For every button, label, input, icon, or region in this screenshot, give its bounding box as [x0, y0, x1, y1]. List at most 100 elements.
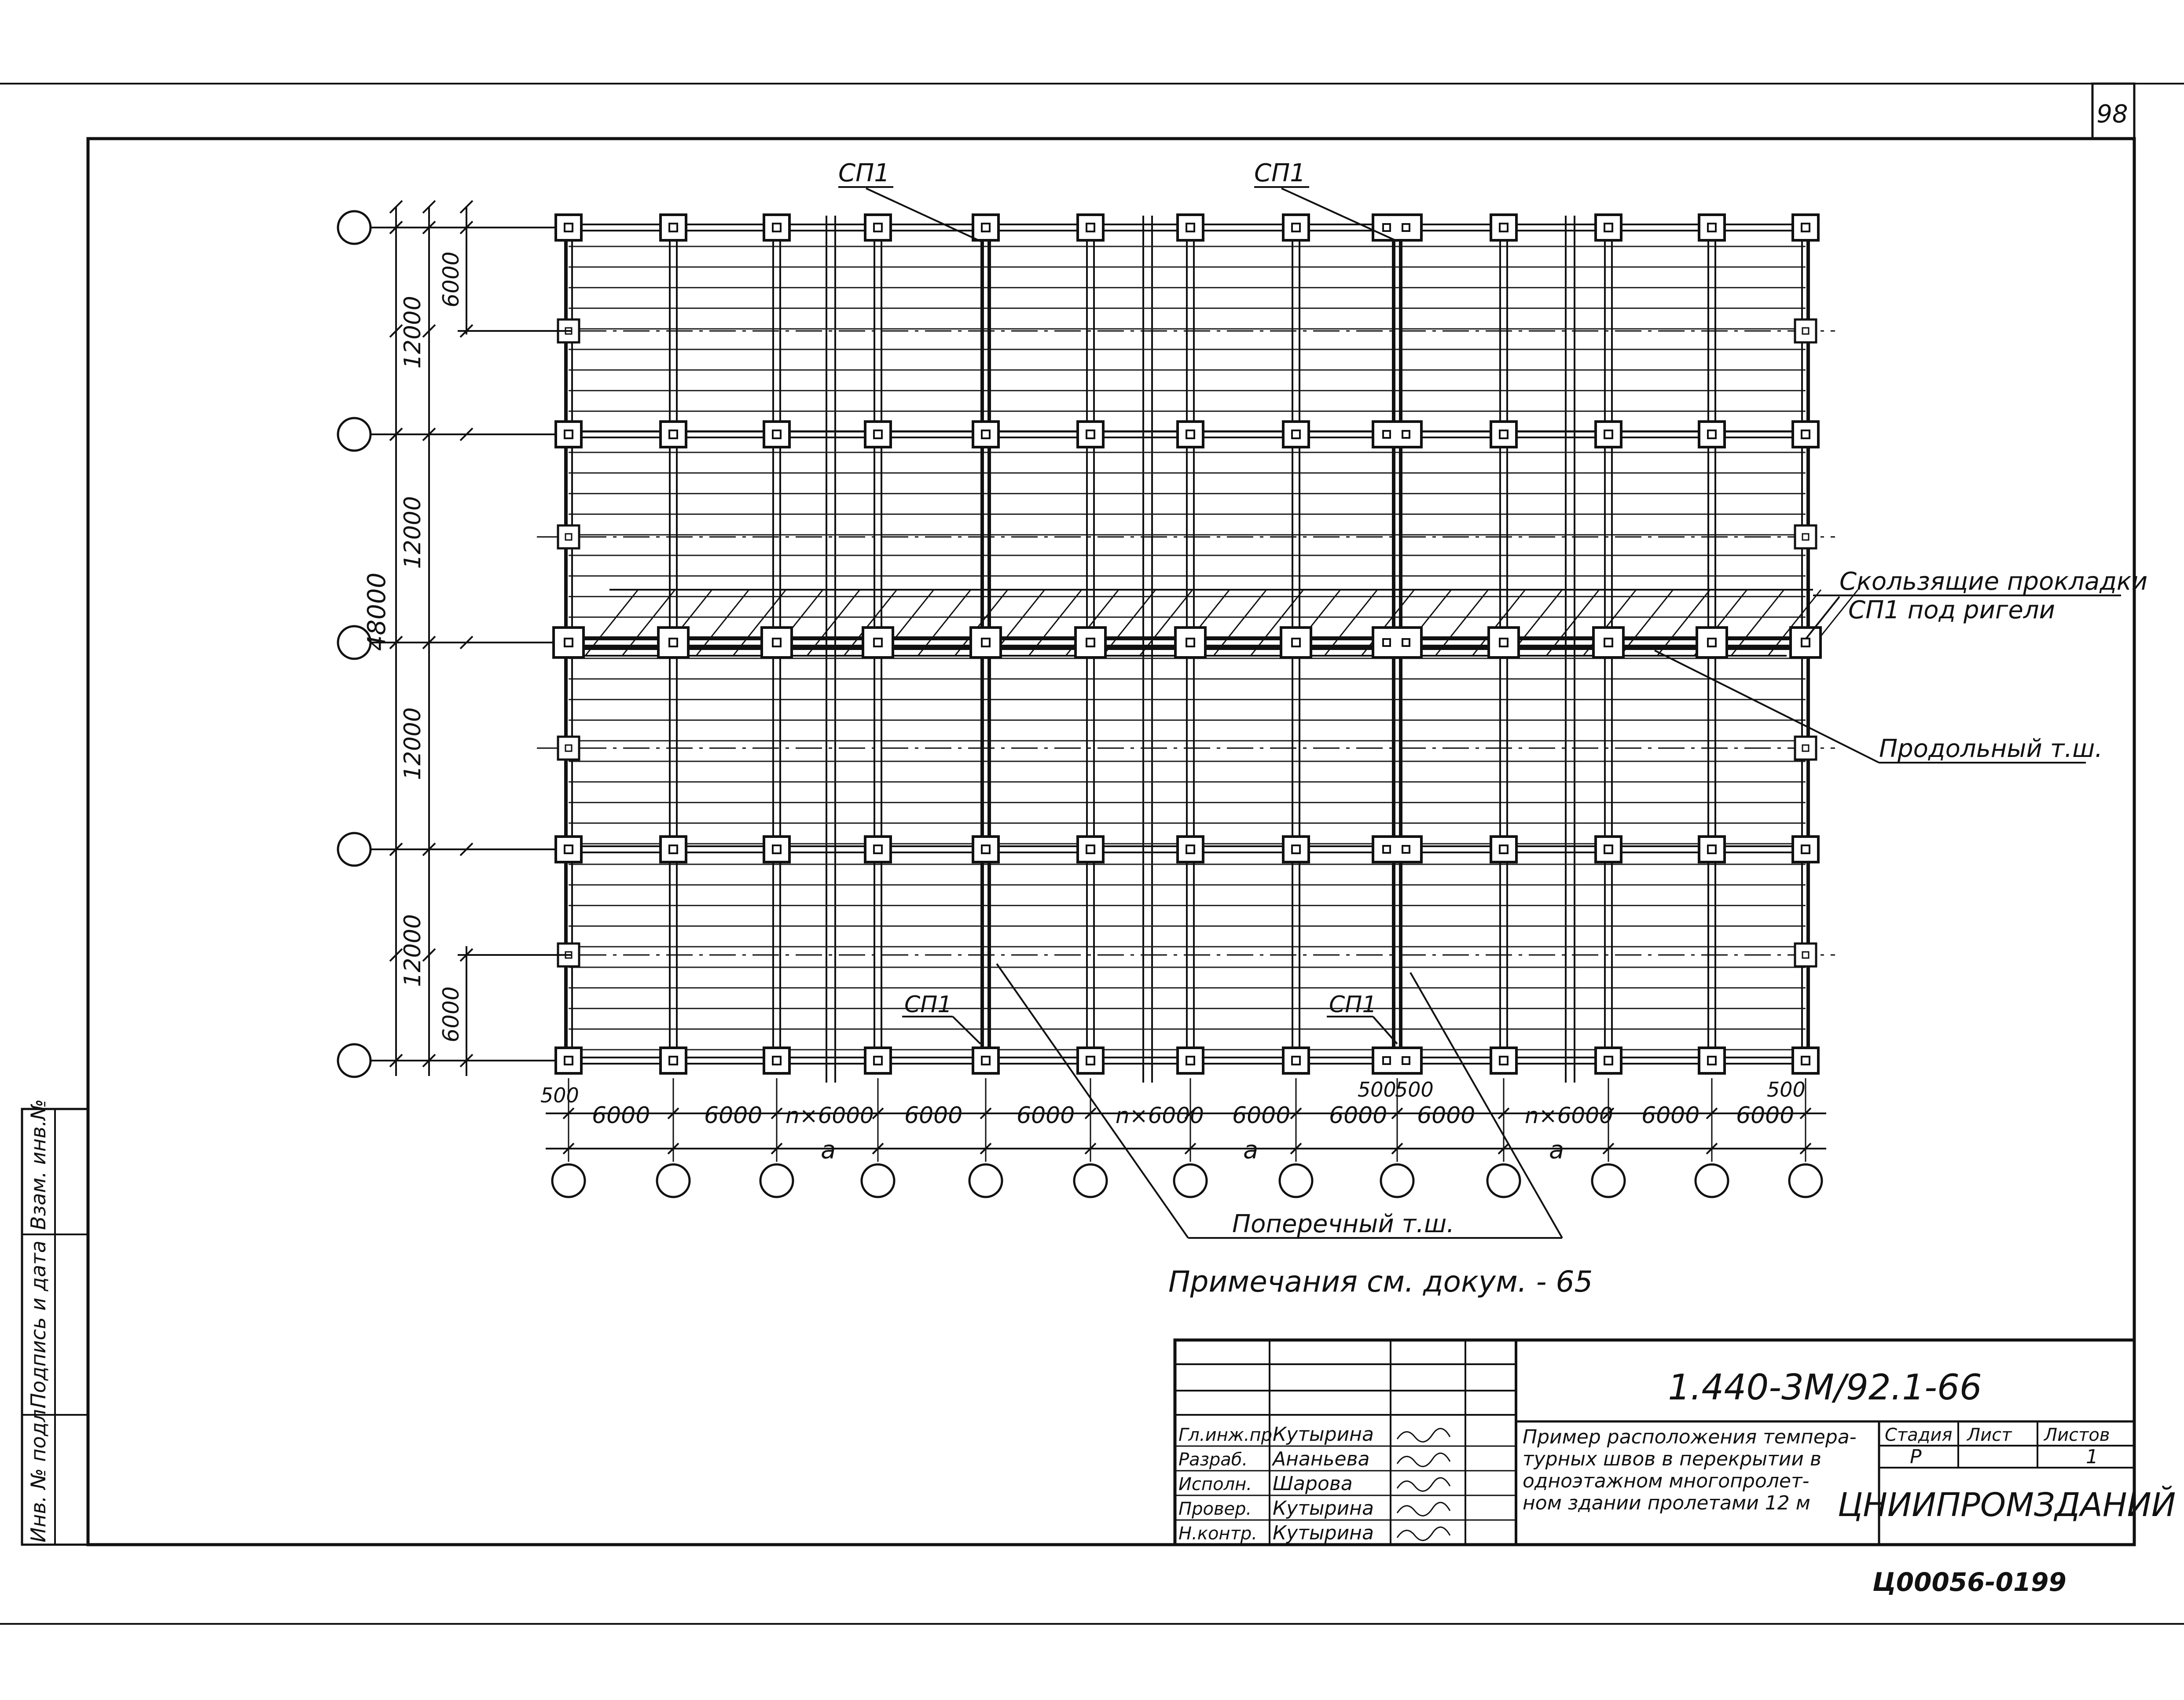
sp1-leader	[1281, 187, 1398, 242]
column-core	[873, 1056, 883, 1065]
column-square	[972, 1046, 1000, 1075]
dim-span-label: 6000	[704, 1102, 762, 1129]
column-square-double	[1372, 213, 1423, 242]
column-core	[981, 638, 991, 647]
column-square	[554, 213, 583, 242]
dim-edge-label: 500	[1767, 1078, 1806, 1102]
column-core	[1801, 1056, 1810, 1065]
column-core	[1291, 844, 1301, 854]
signature-mark	[1396, 1502, 1451, 1516]
column-core	[565, 533, 573, 541]
designation: 1.440-3М/92.1-66	[1668, 1367, 1982, 1408]
plan-generated	[371, 213, 1859, 1075]
column-core	[1086, 430, 1095, 439]
transverse-joint-callout: Поперечный т.ш.	[996, 963, 1563, 1239]
hatch-line	[1656, 589, 1711, 656]
column-core	[1604, 1056, 1613, 1065]
column-square	[1282, 835, 1310, 863]
hatch-line	[1730, 589, 1785, 656]
title-line: турных швов в перекрытии в	[1523, 1448, 1821, 1470]
axis-bubble-row	[337, 417, 372, 452]
column-core	[1499, 223, 1509, 232]
dim-edge-label: 500	[540, 1083, 579, 1107]
hatch-line	[621, 589, 676, 656]
column-square	[1594, 213, 1622, 242]
bottom-dimension-chain: 500 500 500 500 6000 6000 n×6000 6000 60…	[540, 1078, 1826, 1164]
dim-span-label: 6000	[1232, 1102, 1290, 1129]
column-square	[864, 420, 892, 448]
column-core	[1291, 1056, 1301, 1065]
column-core	[564, 430, 573, 439]
column-square	[864, 213, 892, 242]
column-core	[772, 223, 782, 232]
column-square	[760, 626, 793, 659]
column-core	[1186, 223, 1195, 232]
column-core	[1604, 844, 1613, 854]
column-square	[1791, 420, 1820, 448]
column-square	[1076, 835, 1105, 863]
column-square	[1280, 626, 1312, 659]
column-core	[1382, 638, 1391, 647]
column-core	[1382, 1056, 1391, 1065]
column-square	[763, 213, 791, 242]
column-core	[564, 223, 573, 232]
column-core	[1086, 223, 1095, 232]
dim-span-label: 6000	[1017, 1102, 1075, 1129]
column-core	[668, 430, 678, 439]
column-square-double	[1372, 835, 1423, 863]
sp1-leader	[952, 1016, 981, 1045]
column-core	[981, 844, 991, 854]
title-line: Пример расположения темпера-	[1523, 1426, 1857, 1448]
axis-bubble-column	[759, 1163, 794, 1198]
column-core	[873, 223, 883, 232]
sp1-leader	[1372, 1016, 1398, 1045]
dim-bay-label: 12000	[400, 496, 426, 569]
column-square	[1176, 213, 1204, 242]
column-core	[1291, 638, 1301, 647]
axis-bubble-column	[1788, 1163, 1823, 1198]
column-square	[1698, 420, 1726, 448]
column-square	[1490, 213, 1518, 242]
column-core	[564, 638, 573, 647]
column-square	[972, 213, 1000, 242]
hatch-line	[954, 589, 1009, 656]
hatch-line	[1767, 589, 1822, 656]
column-square	[1791, 835, 1820, 863]
column-square	[1698, 1046, 1726, 1075]
axis-bubble-row	[337, 832, 372, 867]
column-core	[1707, 844, 1717, 854]
hatch-line	[1028, 589, 1083, 656]
column-core	[565, 744, 573, 752]
column-core	[772, 1056, 782, 1065]
column-core	[668, 223, 678, 232]
hatch-line	[1102, 589, 1156, 656]
stamp-code: Ц00056-01	[1872, 1567, 2031, 1597]
longitudinal-joint-callout: Продольный т.ш.	[1654, 650, 2103, 764]
column-square	[1698, 213, 1726, 242]
stage-label: Стадия	[1885, 1425, 1952, 1445]
column-core	[564, 1056, 573, 1065]
stamp-number: 99	[2031, 1567, 2067, 1597]
sp1-label: СП1	[838, 159, 890, 187]
column-square	[659, 420, 687, 448]
dim-span-label: 6000	[1417, 1102, 1475, 1129]
column-square	[554, 835, 583, 863]
title-line: одноэтажном многопролет-	[1523, 1470, 1810, 1492]
column-core	[1086, 638, 1095, 647]
column-square	[1282, 1046, 1310, 1075]
column-core	[1801, 638, 1810, 647]
sp1-callouts: СП1 СП1 СП1 СП1	[838, 159, 1398, 1045]
side-stamp-podpis-data: Подпись и дата	[26, 1241, 50, 1408]
hatch-line	[1545, 589, 1600, 656]
column-square	[1487, 626, 1520, 659]
dim-span-label: 6000	[904, 1102, 962, 1129]
title-block-frame	[1173, 1338, 2136, 1546]
dim-module-label: a	[1243, 1136, 1258, 1164]
column-square-double	[1372, 1046, 1423, 1075]
column-square	[972, 420, 1000, 448]
column-core	[1802, 744, 1810, 752]
column-core	[1604, 223, 1613, 232]
column-core	[981, 1056, 991, 1065]
dim-sub-label: 6000	[438, 986, 464, 1042]
dim-bay-label: 12000	[400, 707, 426, 780]
